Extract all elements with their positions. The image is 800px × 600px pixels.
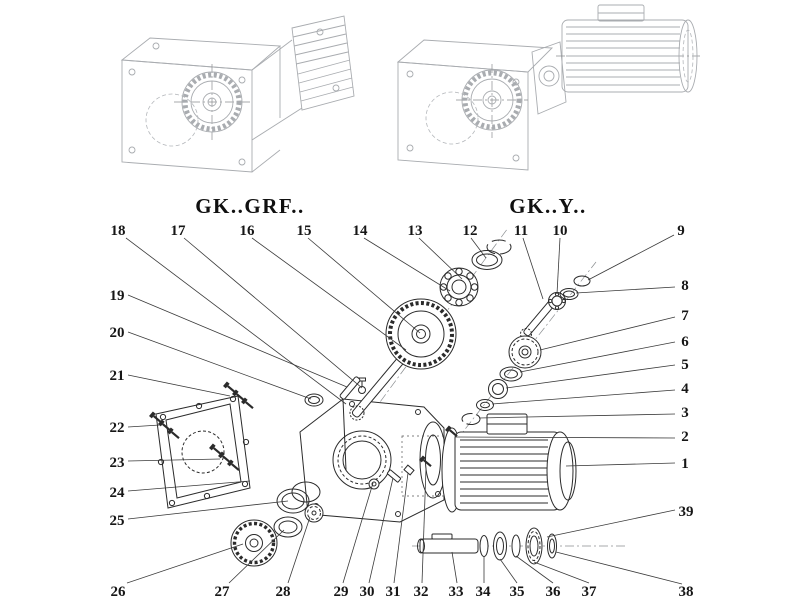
input-bearing	[548, 292, 566, 310]
callout-24: 24	[110, 485, 126, 501]
model-label-y: GK..Y..	[509, 194, 586, 218]
callout-37: 37	[582, 584, 598, 600]
callout-11: 11	[514, 223, 528, 239]
callout-12: 12	[463, 223, 478, 239]
callout-10: 10	[553, 223, 568, 239]
small-fasteners	[368, 425, 459, 490]
callout-9: 9	[677, 223, 685, 239]
callout-numbers: 18 17 16 15 14 13 12 11 10 9 8 7 6 5 4 3…	[110, 223, 694, 600]
exploded-view	[149, 227, 625, 567]
callout-6: 6	[681, 334, 689, 350]
big-gear	[385, 298, 457, 370]
assembled-drawing-y	[396, 4, 700, 171]
callout-13: 13	[408, 223, 423, 239]
cover-plate	[155, 395, 251, 509]
main-bearing	[439, 267, 479, 307]
callout-30: 30	[360, 584, 375, 600]
callout-5: 5	[681, 357, 689, 373]
assembled-drawing-grf	[120, 15, 355, 173]
callout-18: 18	[111, 223, 126, 239]
callout-3: 3	[681, 405, 689, 421]
callout-7: 7	[681, 308, 689, 324]
callout-19: 19	[110, 288, 125, 304]
seal-ring-20	[304, 393, 324, 407]
input-stack-parts	[461, 366, 523, 425]
callout-28: 28	[276, 584, 291, 600]
callout-14: 14	[353, 223, 369, 239]
callout-1: 1	[681, 456, 689, 472]
small-shaft	[339, 376, 361, 400]
callout-22: 22	[110, 420, 125, 436]
callout-23: 23	[110, 455, 125, 471]
input-rings	[559, 275, 591, 300]
output-gear	[230, 519, 278, 567]
model-label-grf: GK..GRF..	[195, 194, 305, 218]
callout-20: 20	[110, 325, 125, 341]
callout-36: 36	[546, 584, 562, 600]
callout-32: 32	[414, 584, 429, 600]
callout-34: 34	[476, 584, 492, 600]
callout-38: 38	[679, 584, 694, 600]
callout-31: 31	[386, 584, 401, 600]
leader-lines	[125, 234, 683, 585]
callout-17: 17	[171, 223, 187, 239]
callout-27: 27	[215, 584, 231, 600]
output-shaft-assembly	[417, 527, 557, 565]
callout-26: 26	[111, 584, 127, 600]
electric-motor	[441, 413, 577, 513]
callout-8: 8	[681, 278, 689, 294]
callout-15: 15	[297, 223, 312, 239]
gearbox-housing	[299, 398, 449, 523]
input-gear	[508, 335, 542, 369]
callout-21: 21	[110, 368, 125, 384]
callout-35: 35	[510, 584, 525, 600]
callout-25: 25	[110, 513, 125, 529]
callout-2: 2	[681, 429, 689, 445]
callout-4: 4	[681, 381, 689, 397]
callout-29: 29	[334, 584, 349, 600]
callout-33: 33	[449, 584, 464, 600]
callout-39: 39	[679, 504, 694, 520]
main-shaft-axis	[329, 227, 509, 471]
callout-16: 16	[240, 223, 256, 239]
seal-rings-12	[471, 239, 512, 270]
